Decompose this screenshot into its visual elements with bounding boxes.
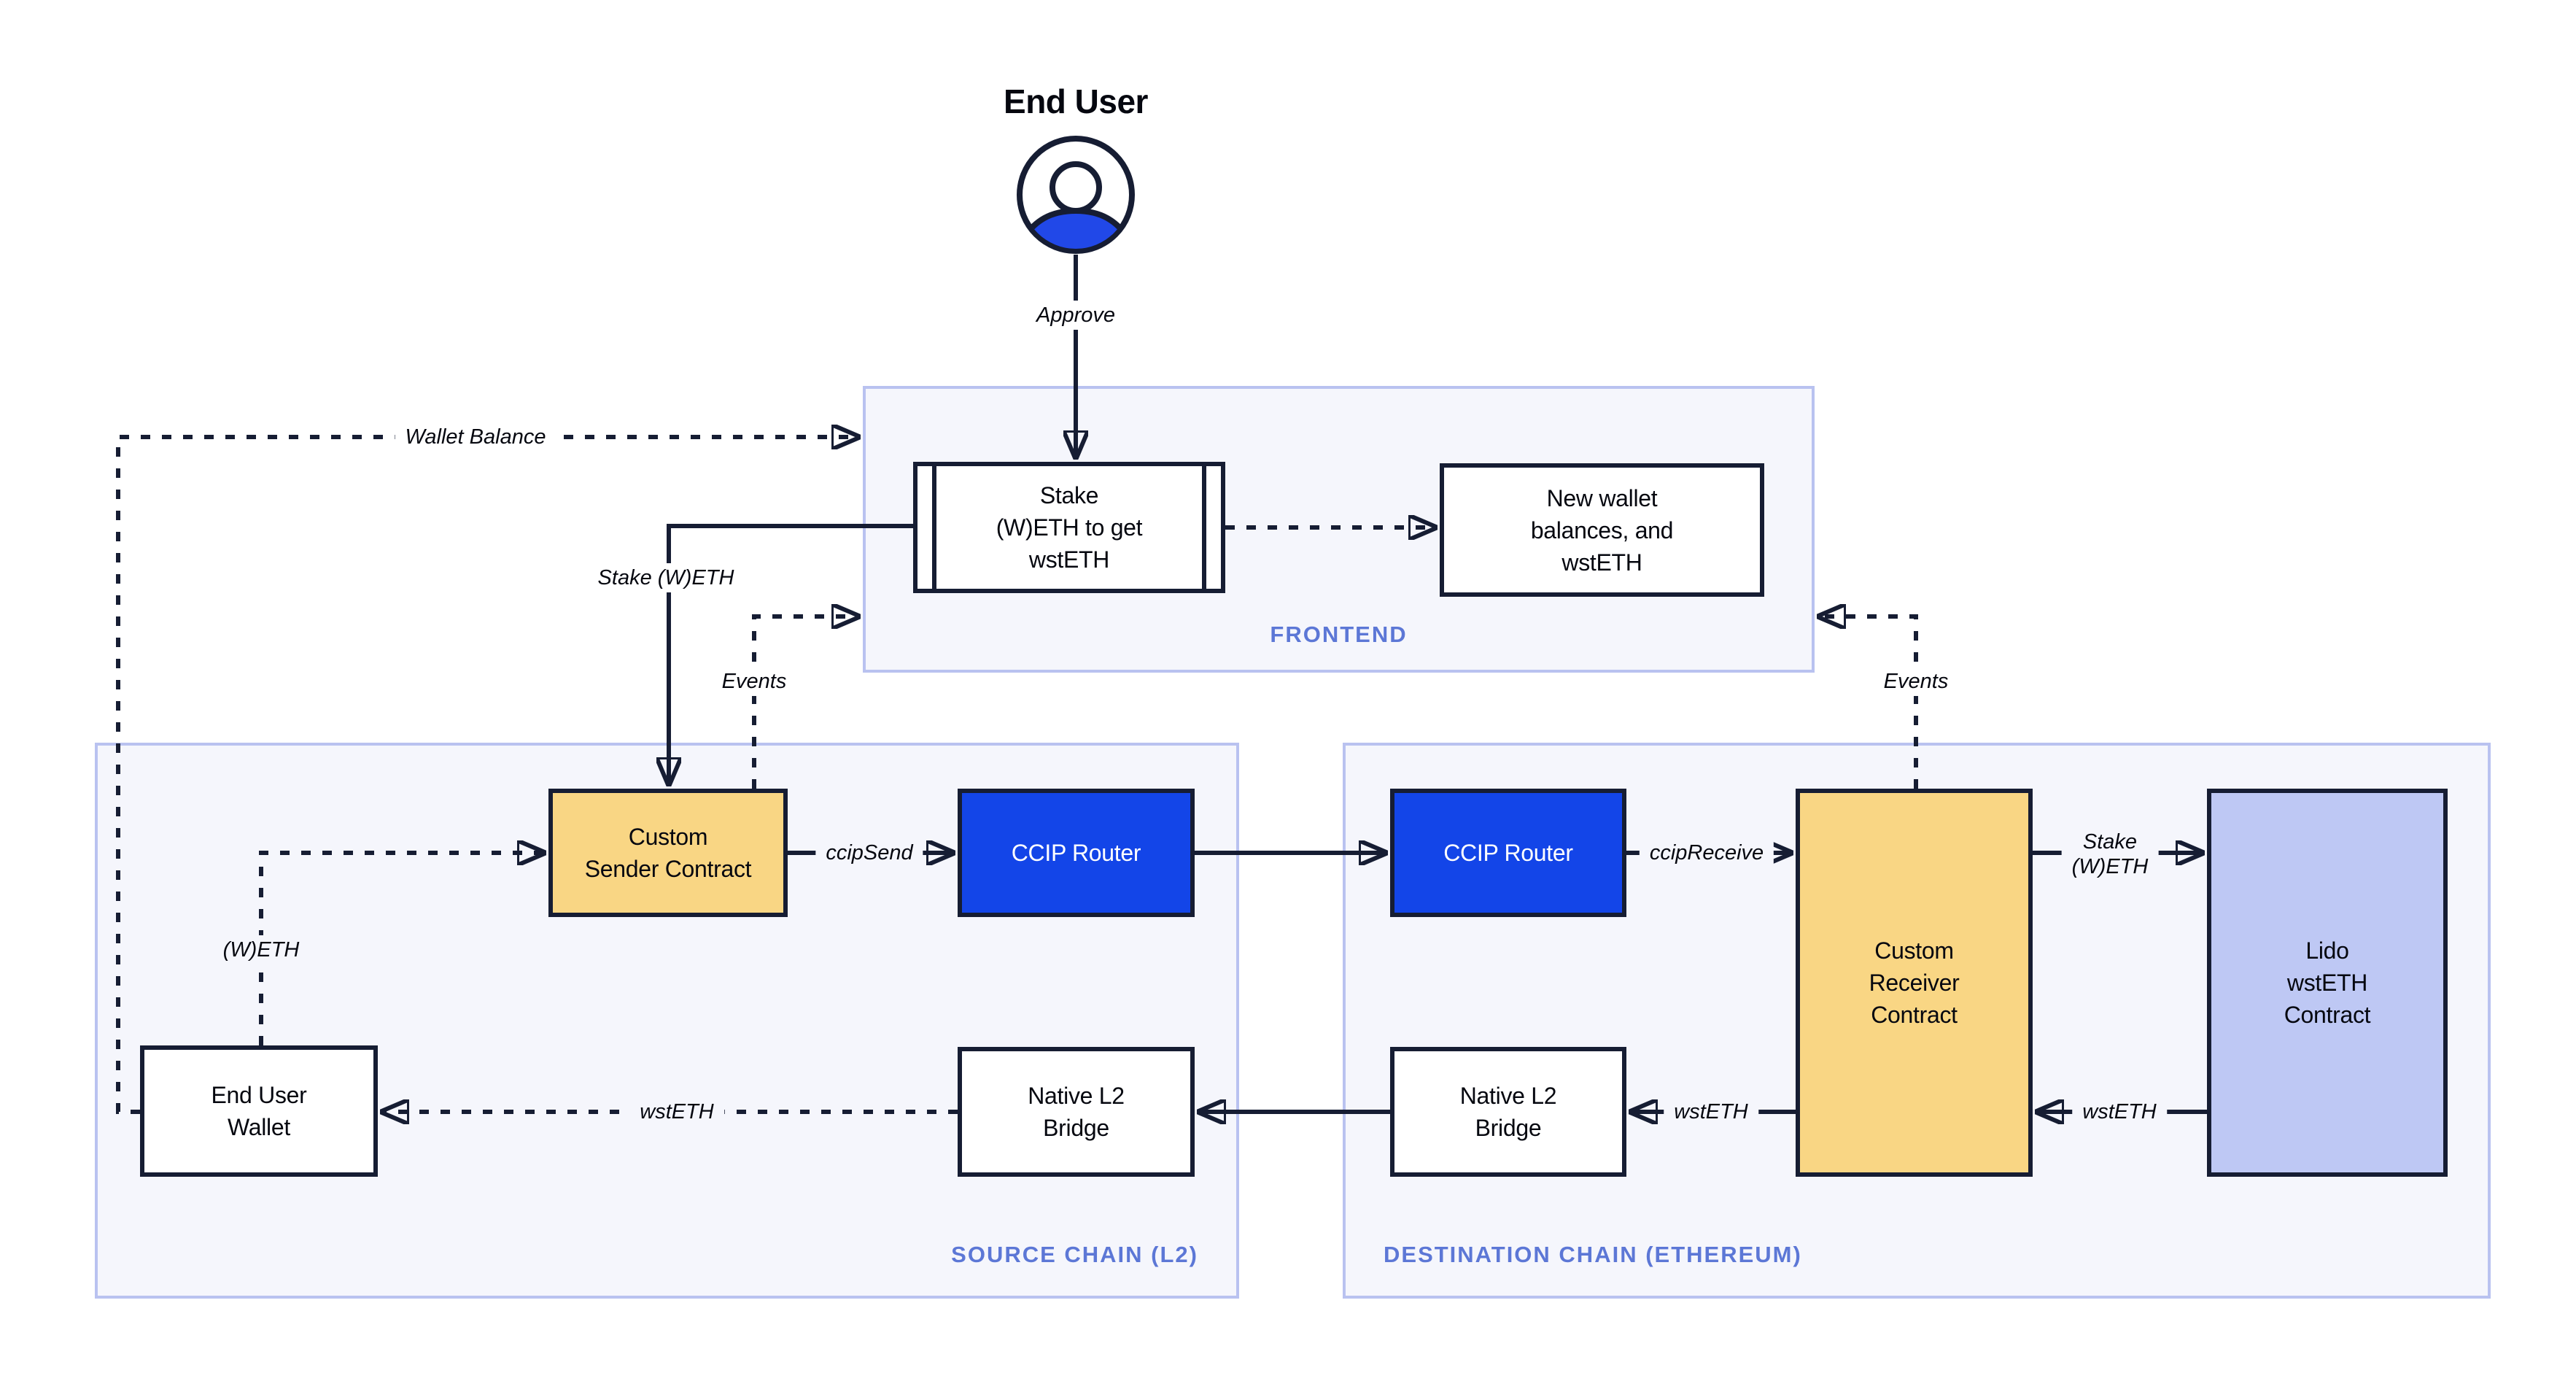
source-chain-label: SOURCE CHAIN (L2) xyxy=(951,1242,1198,1267)
native-l2-bridge-destination-box: Native L2 Bridge xyxy=(1390,1047,1626,1177)
wsteth-receiver-to-bridge-label: wstETH xyxy=(1664,1097,1758,1126)
wsteth-bridge-to-wallet-label: wstETH xyxy=(629,1097,724,1126)
ccip-send-label: ccipSend xyxy=(815,838,923,867)
stake-weth-destination-label: Stake (W)ETH xyxy=(2061,827,2159,881)
custom-receiver-contract-box: Custom Receiver Contract xyxy=(1796,789,2033,1177)
end-user-title: End User xyxy=(1004,82,1148,120)
new-wallet-balances-box: New wallet balances, and wstETH xyxy=(1440,463,1764,597)
end-user-wallet-box: End User Wallet xyxy=(140,1045,378,1177)
lido-wsteth-contract-label: Lido wstETH Contract xyxy=(2284,937,2371,1028)
stake-action-box: Stake (W)ETH to get wstETH xyxy=(913,462,1225,593)
actor-head-circle xyxy=(1050,161,1102,214)
ccip-router-destination-box: CCIP Router xyxy=(1390,789,1626,917)
events-left-label: Events xyxy=(711,667,797,696)
approve-label: Approve xyxy=(1025,301,1126,330)
wallet-balance-label: Wallet Balance xyxy=(395,422,556,452)
stake-box-inner-line-left xyxy=(932,466,936,589)
stake-box-inner-line-right xyxy=(1202,466,1206,589)
frontend-label: FRONTEND xyxy=(1270,622,1408,647)
end-user-wallet-label: End User Wallet xyxy=(211,1082,307,1140)
stake-action-label: Stake (W)ETH to get wstETH xyxy=(996,482,1143,573)
ccip-receive-label: ccipReceive xyxy=(1639,838,1774,867)
end-user-icon xyxy=(1017,136,1135,254)
native-l2-bridge-source-box: Native L2 Bridge xyxy=(958,1047,1195,1177)
weth-wallet-to-sender-label: (W)ETH xyxy=(212,935,310,964)
lido-wsteth-contract-box: Lido wstETH Contract xyxy=(2207,789,2448,1177)
custom-sender-contract-box: Custom Sender Contract xyxy=(548,789,788,917)
destination-chain-label: DESTINATION CHAIN (ETHEREUM) xyxy=(1384,1242,1802,1267)
events-right-label: Events xyxy=(1873,667,1959,696)
stake-weth-label: Stake (W)ETH xyxy=(587,563,745,592)
wsteth-lido-to-receiver-label: wstETH xyxy=(2072,1097,2167,1126)
ccip-router-destination-label: CCIP Router xyxy=(1443,840,1573,866)
custom-receiver-contract-label: Custom Receiver Contract xyxy=(1869,937,1960,1028)
native-l2-bridge-destination-label: Native L2 Bridge xyxy=(1459,1083,1557,1141)
custom-sender-contract-label: Custom Sender Contract xyxy=(584,824,752,882)
ccip-router-source-box: CCIP Router xyxy=(958,789,1195,917)
new-wallet-balances-label: New wallet balances, and wstETH xyxy=(1530,484,1674,576)
ccip-router-source-label: CCIP Router xyxy=(1011,840,1141,866)
native-l2-bridge-source-label: Native L2 Bridge xyxy=(1028,1083,1125,1141)
